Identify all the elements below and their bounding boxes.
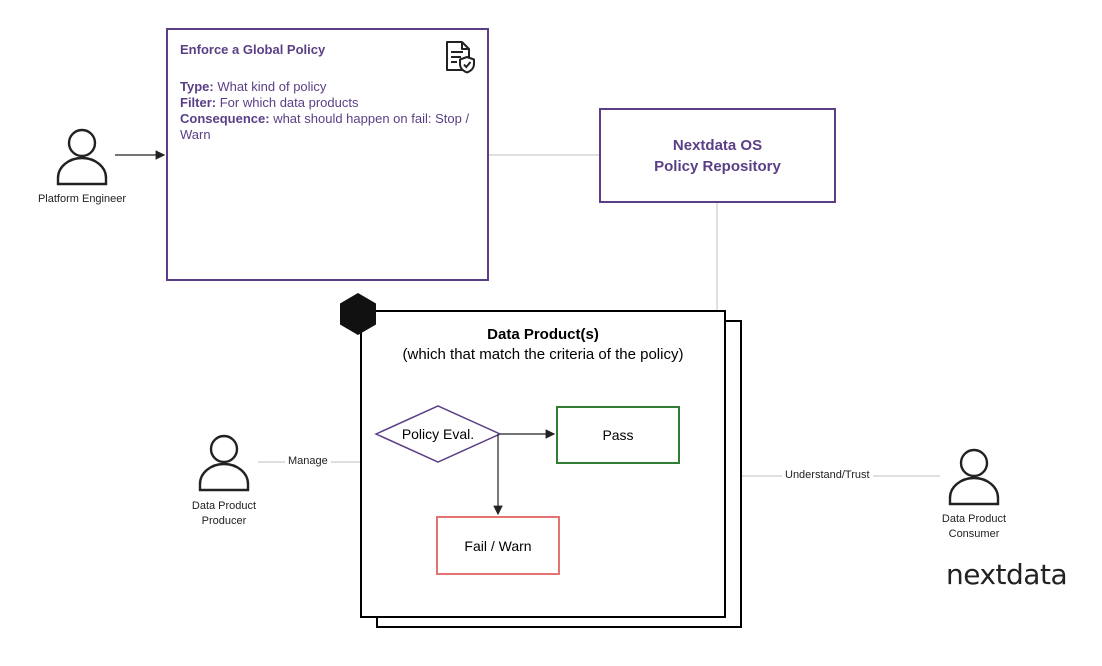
understand-trust-label: Understand/Trust [782,469,873,481]
policy-type-key: Type: [180,79,214,94]
data-product-title: Data Product(s) [487,326,599,343]
fail-warn-box: Fail / Warn [436,516,560,575]
pass-label: Pass [602,427,634,443]
repository-line-1: Nextdata OS [672,136,763,154]
policy-filter-row: Filter: For which data products [180,95,475,111]
policy-consequence-value: what should happen on fail: Stop / Warn [180,111,470,142]
repository-line-2: Policy Repository [654,157,781,175]
fail-warn-label: Fail / Warn [464,537,532,554]
consumer-label-line-1: Data Product [941,513,1007,525]
producer-label-line-2: Producer [201,515,247,527]
platform-engineer-person-icon [56,128,108,186]
policy-type-value: What kind of policy [213,79,327,94]
pass-box: Pass [556,406,680,464]
producer-person-icon [198,434,250,492]
producer-label-line-1: Data Product [191,500,257,512]
consumer-label: Data Product Consumer [914,512,1034,542]
policy-consequence-key: Consequence: [180,111,270,126]
policy-filter-value: For which data products [216,95,359,110]
policy-eval-label: Policy Eval. [401,426,475,442]
policy-card: Enforce a Global Policy Type: What kind … [166,28,489,281]
producer-label: Data Product Producer [164,499,284,529]
policy-card-title: Enforce a Global Policy [180,42,326,57]
consumer-person-icon [948,448,1000,506]
policy-repository-box: Nextdata OS Policy Repository [599,108,836,203]
consumer-label-line-2: Consumer [948,528,1000,540]
nextdata-logo: nextdata [946,558,1068,591]
policy-consequence-row: Consequence: what should happen on fail:… [180,111,475,143]
manage-label: Manage [285,455,331,467]
policy-filter-key: Filter: [180,95,217,110]
platform-engineer-label: Platform Engineer [37,193,127,205]
data-product-subtitle: (which that match the criteria of the po… [402,346,684,363]
hexagon-icon [340,293,376,335]
policy-type-row: Type: What kind of policy [180,79,475,95]
policy-document-shield-icon [446,41,475,74]
